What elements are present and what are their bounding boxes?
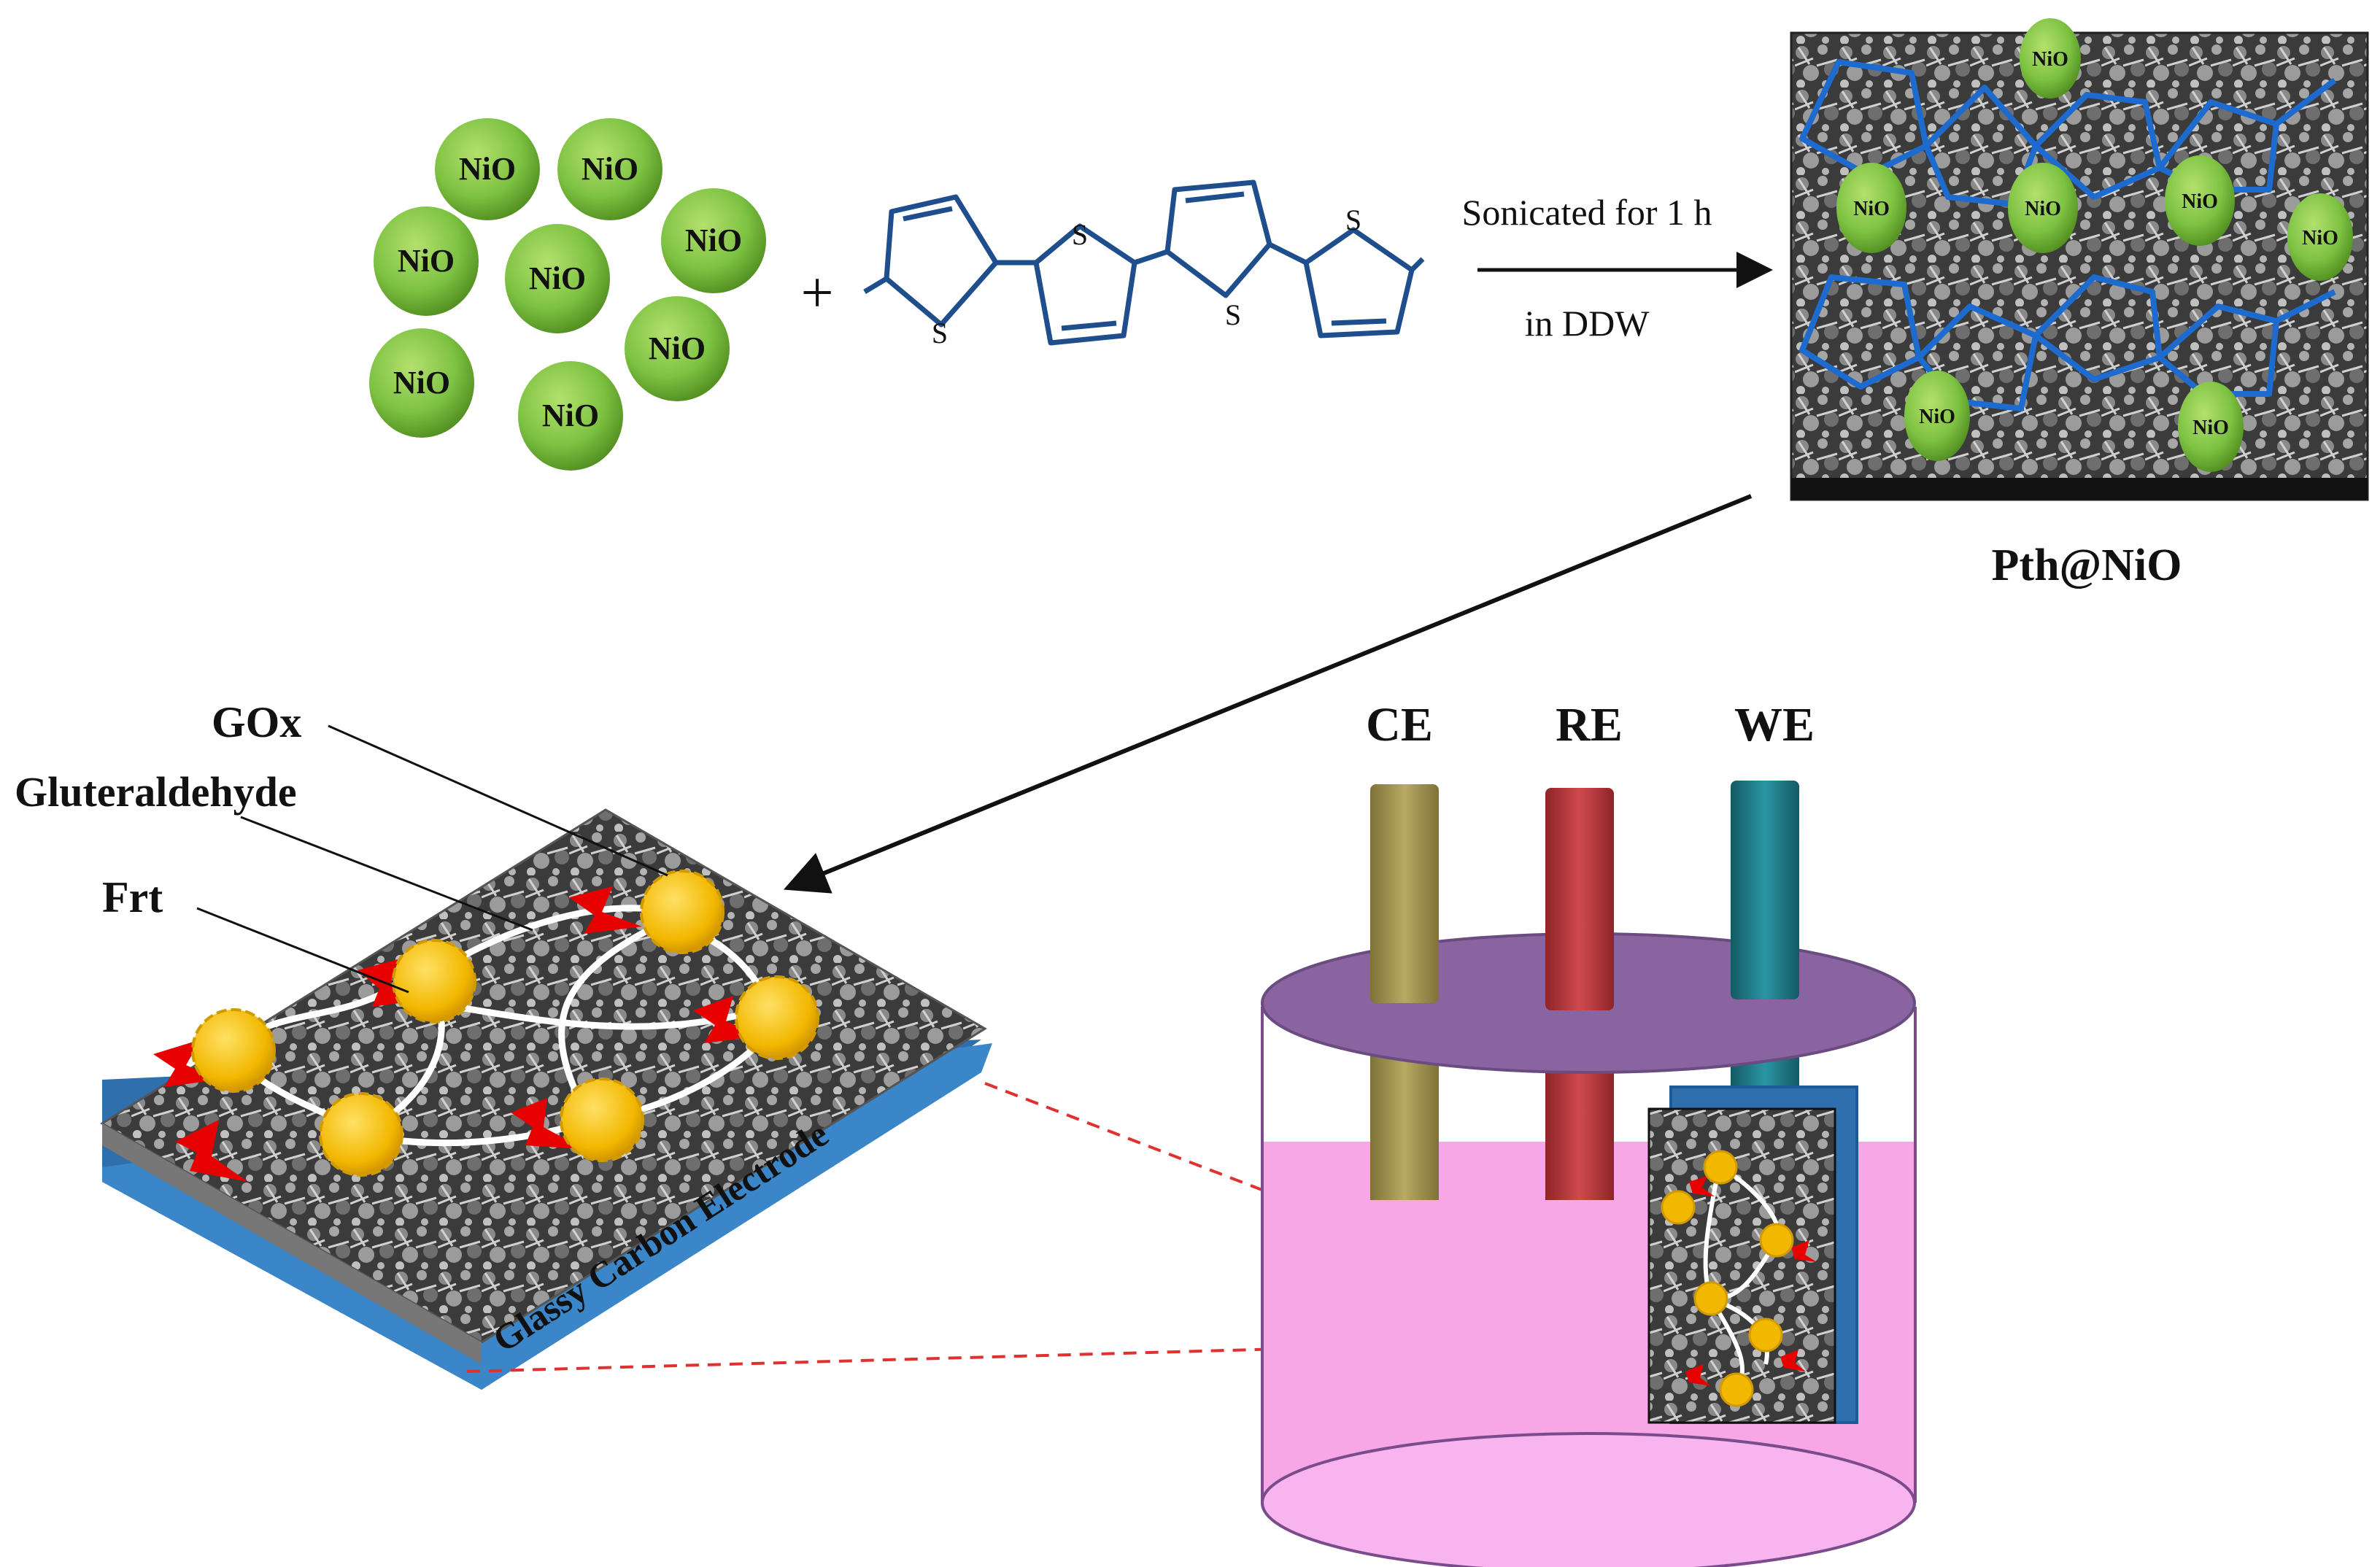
sulfur-label: S [1072,218,1088,251]
nio-label: NiO [1919,406,1955,428]
gox-enzyme [1719,1372,1754,1407]
modified-electrode: Glassy Carbon Electrode [100,808,992,1390]
pth-nio-sem-image: NiO NiO NiO NiO NiO NiO NiO [1790,18,2369,501]
nio-particle: NiO [505,224,610,333]
nio-particle: NiO [2287,193,2353,281]
gox-enzyme [1703,1150,1738,1185]
nio-particle: NiO [661,188,766,293]
gox-enzyme [1748,1318,1783,1353]
frt-leader [196,907,409,994]
nio-particle: NiO [625,296,730,401]
gox-label: GOx [212,698,301,746]
we-frt [1685,1176,1817,1386]
thiophene-s-labels: S S S S [932,204,1361,349]
frt-bolt [569,886,642,934]
gox-enzyme [392,939,476,1024]
gox-enzyme [319,1092,403,1177]
nio-cluster: NiO NiO NiO NiO NiO NiO NiO NiO [369,118,766,471]
we-label: WE [1734,698,1815,751]
nio-label: NiO [2302,227,2338,249]
re-label: RE [1556,698,1623,751]
nio-particle: NiO [374,206,479,316]
plus-sign: + [800,261,833,325]
gox-enzyme [560,1077,644,1162]
nio-label: NiO [2182,190,2218,213]
nio-particle: NiO [518,361,623,471]
sulfur-label: S [932,317,948,349]
nio-particle: NiO [369,328,474,438]
modification-arrow [783,494,1753,894]
nio-label: NiO [582,151,638,187]
glutaraldehyde-label: Gluteraldehyde [15,768,297,816]
nio-label: NiO [542,398,599,433]
gox-leader [328,724,668,877]
nio-particle: NiO [2008,163,2078,253]
nio-label: NiO [2192,417,2229,439]
electrochemical-cell: CE RE WE [1261,698,1917,1567]
nio-particle: NiO [557,118,662,220]
frt-bolt [175,1120,248,1182]
nio-label: NiO [459,151,516,187]
nio-particles-on-polymer: NiO NiO NiO NiO NiO NiO NiO [1836,18,2353,472]
nio-label: NiO [393,365,450,401]
nio-label: NiO [2025,198,2061,220]
we-gox [1661,1150,1794,1407]
reaction-condition-bottom: in DDW [1525,303,1650,344]
nio-label: NiO [685,223,742,258]
gox-enzymes [191,870,819,1177]
reaction-condition-top: Sonicated for 1 h [1462,192,1712,233]
counter-electrode-rod [1370,784,1439,1003]
frt-label: Frt [102,873,163,921]
cell-bottom [1261,1432,1916,1567]
product-label: Pth@NiO [1992,541,2182,590]
nio-label: NiO [529,260,586,296]
glutaraldehyde-leader [240,816,533,932]
working-electrode-rod [1731,781,1799,999]
nio-particle: NiO [1836,163,1906,253]
nio-particle: NiO [435,118,540,220]
nio-particle: NiO [2020,18,2081,98]
nio-label: NiO [1853,198,1890,220]
nio-label: NiO [398,243,455,279]
gox-enzyme [640,870,725,954]
sem-layer-edge [102,1123,482,1364]
gox-enzyme [1759,1223,1794,1258]
ce-label: CE [1366,698,1433,751]
thiophene-structure [863,179,1425,346]
gox-enzyme [735,975,819,1060]
nio-particle: NiO [2165,155,2235,246]
sulfur-label: S [1345,204,1361,236]
reference-electrode-rod [1545,788,1614,1010]
gox-enzyme [191,1008,276,1093]
gox-enzyme [1661,1190,1696,1225]
gox-enzyme [1693,1281,1728,1316]
sulfur-label: S [1225,298,1241,331]
nio-label: NiO [2032,48,2068,71]
nio-particle: NiO [2178,382,2244,472]
nio-label: NiO [649,330,706,366]
frt-bolt [511,1098,584,1149]
nio-particle: NiO [1904,371,1970,461]
